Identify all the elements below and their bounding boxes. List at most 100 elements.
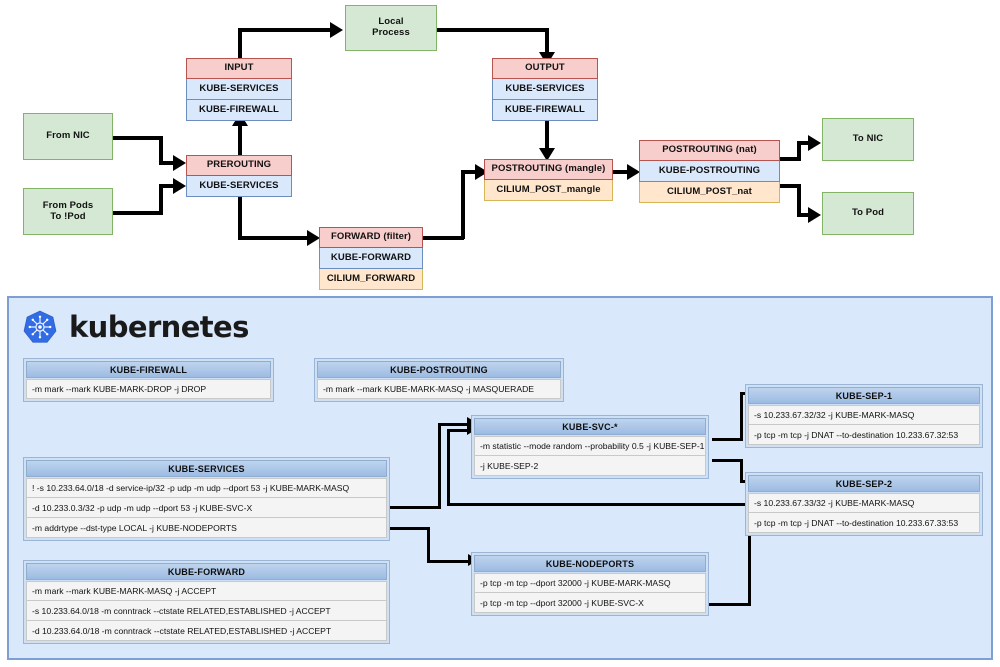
kube-nodeports-rule-1[interactable]: -p tcp -m tcp --dport 32000 -j KUBE-MARK…	[474, 573, 706, 593]
table-kube-sep-1: KUBE-SEP-1 -s 10.233.67.32/32 -j KUBE-MA…	[745, 384, 983, 448]
kube-services-header: KUBE-SERVICES	[26, 460, 387, 477]
edge-postnat-tonic-h1	[779, 157, 801, 161]
arrowhead-postmangle-postnat	[627, 164, 640, 180]
arrowhead-frompods-prerouting	[173, 178, 186, 194]
edge-forward-postmangle-h1	[422, 236, 464, 240]
edge-frompods-prerouting-h2	[159, 184, 181, 188]
input-chain-kube-firewall[interactable]: KUBE-FIREWALL	[186, 100, 292, 121]
prerouting-chain-kube-services[interactable]: KUBE-SERVICES	[186, 176, 292, 197]
kube-firewall-rule-1[interactable]: -m mark --mark KUBE-MARK-DROP -j DROP	[26, 379, 271, 399]
from-pods-line2: To !Pod	[50, 210, 86, 222]
table-kube-firewall: KUBE-FIREWALL -m mark --mark KUBE-MARK-D…	[23, 358, 274, 402]
kube-nodeports-rule-2[interactable]: -p tcp -m tcp --dport 32000 -j KUBE-SVC-…	[474, 593, 706, 613]
output-chain-kube-services[interactable]: KUBE-SERVICES	[492, 79, 598, 100]
kube-forward-rule-1[interactable]: -m mark --mark KUBE-MARK-MASQ -j ACCEPT	[26, 581, 387, 601]
node-hook-prerouting[interactable]: PREROUTING KUBE-SERVICES	[186, 155, 292, 197]
kube-postrouting-rule-1[interactable]: -m mark --mark KUBE-MARK-MASQ -j MASQUER…	[317, 379, 561, 399]
pedge-services3-nodeports-v	[427, 527, 430, 563]
kube-services-rule-2[interactable]: -d 10.233.0.3/32 -p udp -m udp --dport 5…	[26, 498, 387, 518]
node-from-pods[interactable]: From Pods To !Pod	[23, 188, 113, 235]
arrowhead-fromnic-prerouting	[173, 155, 186, 171]
pedge-nodeports-svc-v2	[447, 429, 450, 506]
postrouting-nat-title: POSTROUTING (nat)	[639, 140, 780, 161]
to-pod-label: To Pod	[822, 192, 914, 235]
kube-sep-1-header: KUBE-SEP-1	[748, 387, 980, 404]
forward-chain-kube-forward[interactable]: KUBE-FORWARD	[319, 248, 423, 269]
table-kube-svc-star: KUBE-SVC-* -m statistic --mode random --…	[471, 415, 709, 479]
arrowhead-output-postmangle	[539, 148, 555, 161]
pedge-services3-nodeports-h2	[427, 560, 473, 563]
arrowhead-prerouting-forward	[307, 230, 320, 246]
edge-postnat-topod-h2	[797, 213, 816, 217]
local-process-line1: Local	[378, 16, 404, 28]
node-local-process[interactable]: Local Process	[345, 5, 437, 51]
pedge-services3-nodeports-h1	[390, 527, 430, 530]
node-to-pod[interactable]: To Pod	[822, 192, 914, 235]
edge-postnat-topod-v	[797, 184, 801, 216]
edge-prerouting-input	[238, 121, 242, 159]
node-to-nic[interactable]: To NIC	[822, 118, 914, 161]
output-chain-kube-firewall[interactable]: KUBE-FIREWALL	[492, 100, 598, 121]
pedge-svc2-sep2-v	[740, 459, 743, 483]
edge-fromnic-prerouting-h1	[113, 136, 163, 140]
edge-frompods-prerouting-v	[159, 184, 163, 215]
kube-sep-1-rule-1[interactable]: -s 10.233.67.32/32 -j KUBE-MARK-MASQ	[748, 405, 980, 425]
prerouting-title: PREROUTING	[186, 155, 292, 176]
pedge-svc1-sep1-h1	[712, 438, 743, 441]
from-pods-label: From Pods To !Pod	[23, 188, 113, 235]
kubernetes-helm-icon	[23, 310, 57, 343]
kube-svc-star-rule-1[interactable]: -m statistic --mode random --probability…	[474, 436, 706, 456]
kube-sep-1-rule-2[interactable]: -p tcp -m tcp -j DNAT --to-destination 1…	[748, 425, 980, 445]
kube-nodeports-header: KUBE-NODEPORTS	[474, 555, 706, 572]
node-from-nic[interactable]: From NIC	[23, 113, 113, 160]
kube-services-rule-3[interactable]: -m addrtype --dst-type LOCAL -j KUBE-NOD…	[26, 518, 387, 538]
input-title: INPUT	[186, 58, 292, 79]
pedge-svc2-sep2-h2	[740, 480, 749, 483]
kube-svc-star-rule-2[interactable]: -j KUBE-SEP-2	[474, 456, 706, 476]
edge-postnat-topod-h1	[779, 184, 801, 188]
node-hook-postrouting-mangle[interactable]: POSTROUTING (mangle) CILIUM_POST_mangle	[484, 159, 613, 201]
node-hook-input[interactable]: INPUT KUBE-SERVICES KUBE-FIREWALL	[186, 58, 292, 121]
kube-svc-star-header: KUBE-SVC-*	[474, 418, 706, 435]
pedge-services2-svc-h1	[390, 506, 441, 509]
edge-postnat-tonic-v	[797, 141, 801, 160]
table-kube-services: KUBE-SERVICES ! -s 10.233.64.0/18 -d ser…	[23, 457, 390, 541]
pedge-nodeports-svc-h3	[447, 429, 471, 432]
node-hook-forward[interactable]: FORWARD (filter) KUBE-FORWARD CILIUM_FOR…	[319, 227, 423, 290]
edge-forward-postmangle-v	[461, 170, 465, 239]
pedge-services2-svc-h2	[438, 423, 472, 426]
pedge-nodeports-svc-h2	[447, 503, 748, 506]
from-pods-line1: From Pods	[42, 199, 94, 211]
input-chain-kube-services[interactable]: KUBE-SERVICES	[186, 79, 292, 100]
kube-forward-rule-2[interactable]: -s 10.233.64.0/18 -m conntrack --ctstate…	[26, 601, 387, 621]
postrouting-nat-chain-kube-postrouting[interactable]: KUBE-POSTROUTING	[639, 161, 780, 182]
table-kube-postrouting: KUBE-POSTROUTING -m mark --mark KUBE-MAR…	[314, 358, 564, 402]
edge-localproc-output-h	[437, 28, 547, 32]
arrowhead-postnat-topod	[808, 207, 821, 223]
edge-input-localproc-v	[238, 28, 242, 62]
kubernetes-wordmark: kubernetes	[69, 310, 249, 344]
to-nic-label: To NIC	[822, 118, 914, 161]
kube-forward-rule-3[interactable]: -d 10.233.64.0/18 -m conntrack --ctstate…	[26, 621, 387, 641]
edge-localproc-output-v	[545, 28, 549, 54]
postrouting-mangle-title: POSTROUTING (mangle)	[484, 159, 613, 180]
node-hook-postrouting-nat[interactable]: POSTROUTING (nat) KUBE-POSTROUTING CILIU…	[639, 140, 780, 203]
kube-sep-2-rule-1[interactable]: -s 10.233.67.33/32 -j KUBE-MARK-MASQ	[748, 493, 980, 513]
kube-forward-header: KUBE-FORWARD	[26, 563, 387, 580]
forward-chain-cilium-forward[interactable]: CILIUM_FORWARD	[319, 269, 423, 290]
table-kube-forward: KUBE-FORWARD -m mark --mark KUBE-MARK-MA…	[23, 560, 390, 644]
pedge-nodeports-svc-v	[748, 503, 751, 606]
output-title: OUTPUT	[492, 58, 598, 79]
local-process-label: Local Process	[345, 5, 437, 51]
postrouting-mangle-chain-cilium[interactable]: CILIUM_POST_mangle	[484, 180, 613, 201]
kube-sep-2-rule-2[interactable]: -p tcp -m tcp -j DNAT --to-destination 1…	[748, 513, 980, 533]
edge-output-postmangle	[545, 121, 549, 151]
kubernetes-panel: kubernetes KUBE-FIREWALL -m mark --mark …	[7, 296, 993, 660]
postrouting-nat-chain-cilium[interactable]: CILIUM_POST_nat	[639, 182, 780, 203]
node-hook-output[interactable]: OUTPUT KUBE-SERVICES KUBE-FIREWALL	[492, 58, 598, 121]
kube-services-rule-1[interactable]: ! -s 10.233.64.0/18 -d service-ip/32 -p …	[26, 478, 387, 498]
forward-title: FORWARD (filter)	[319, 227, 423, 248]
table-kube-nodeports: KUBE-NODEPORTS -p tcp -m tcp --dport 320…	[471, 552, 709, 616]
from-nic-label: From NIC	[23, 113, 113, 160]
edge-postmangle-postnat	[612, 170, 636, 174]
